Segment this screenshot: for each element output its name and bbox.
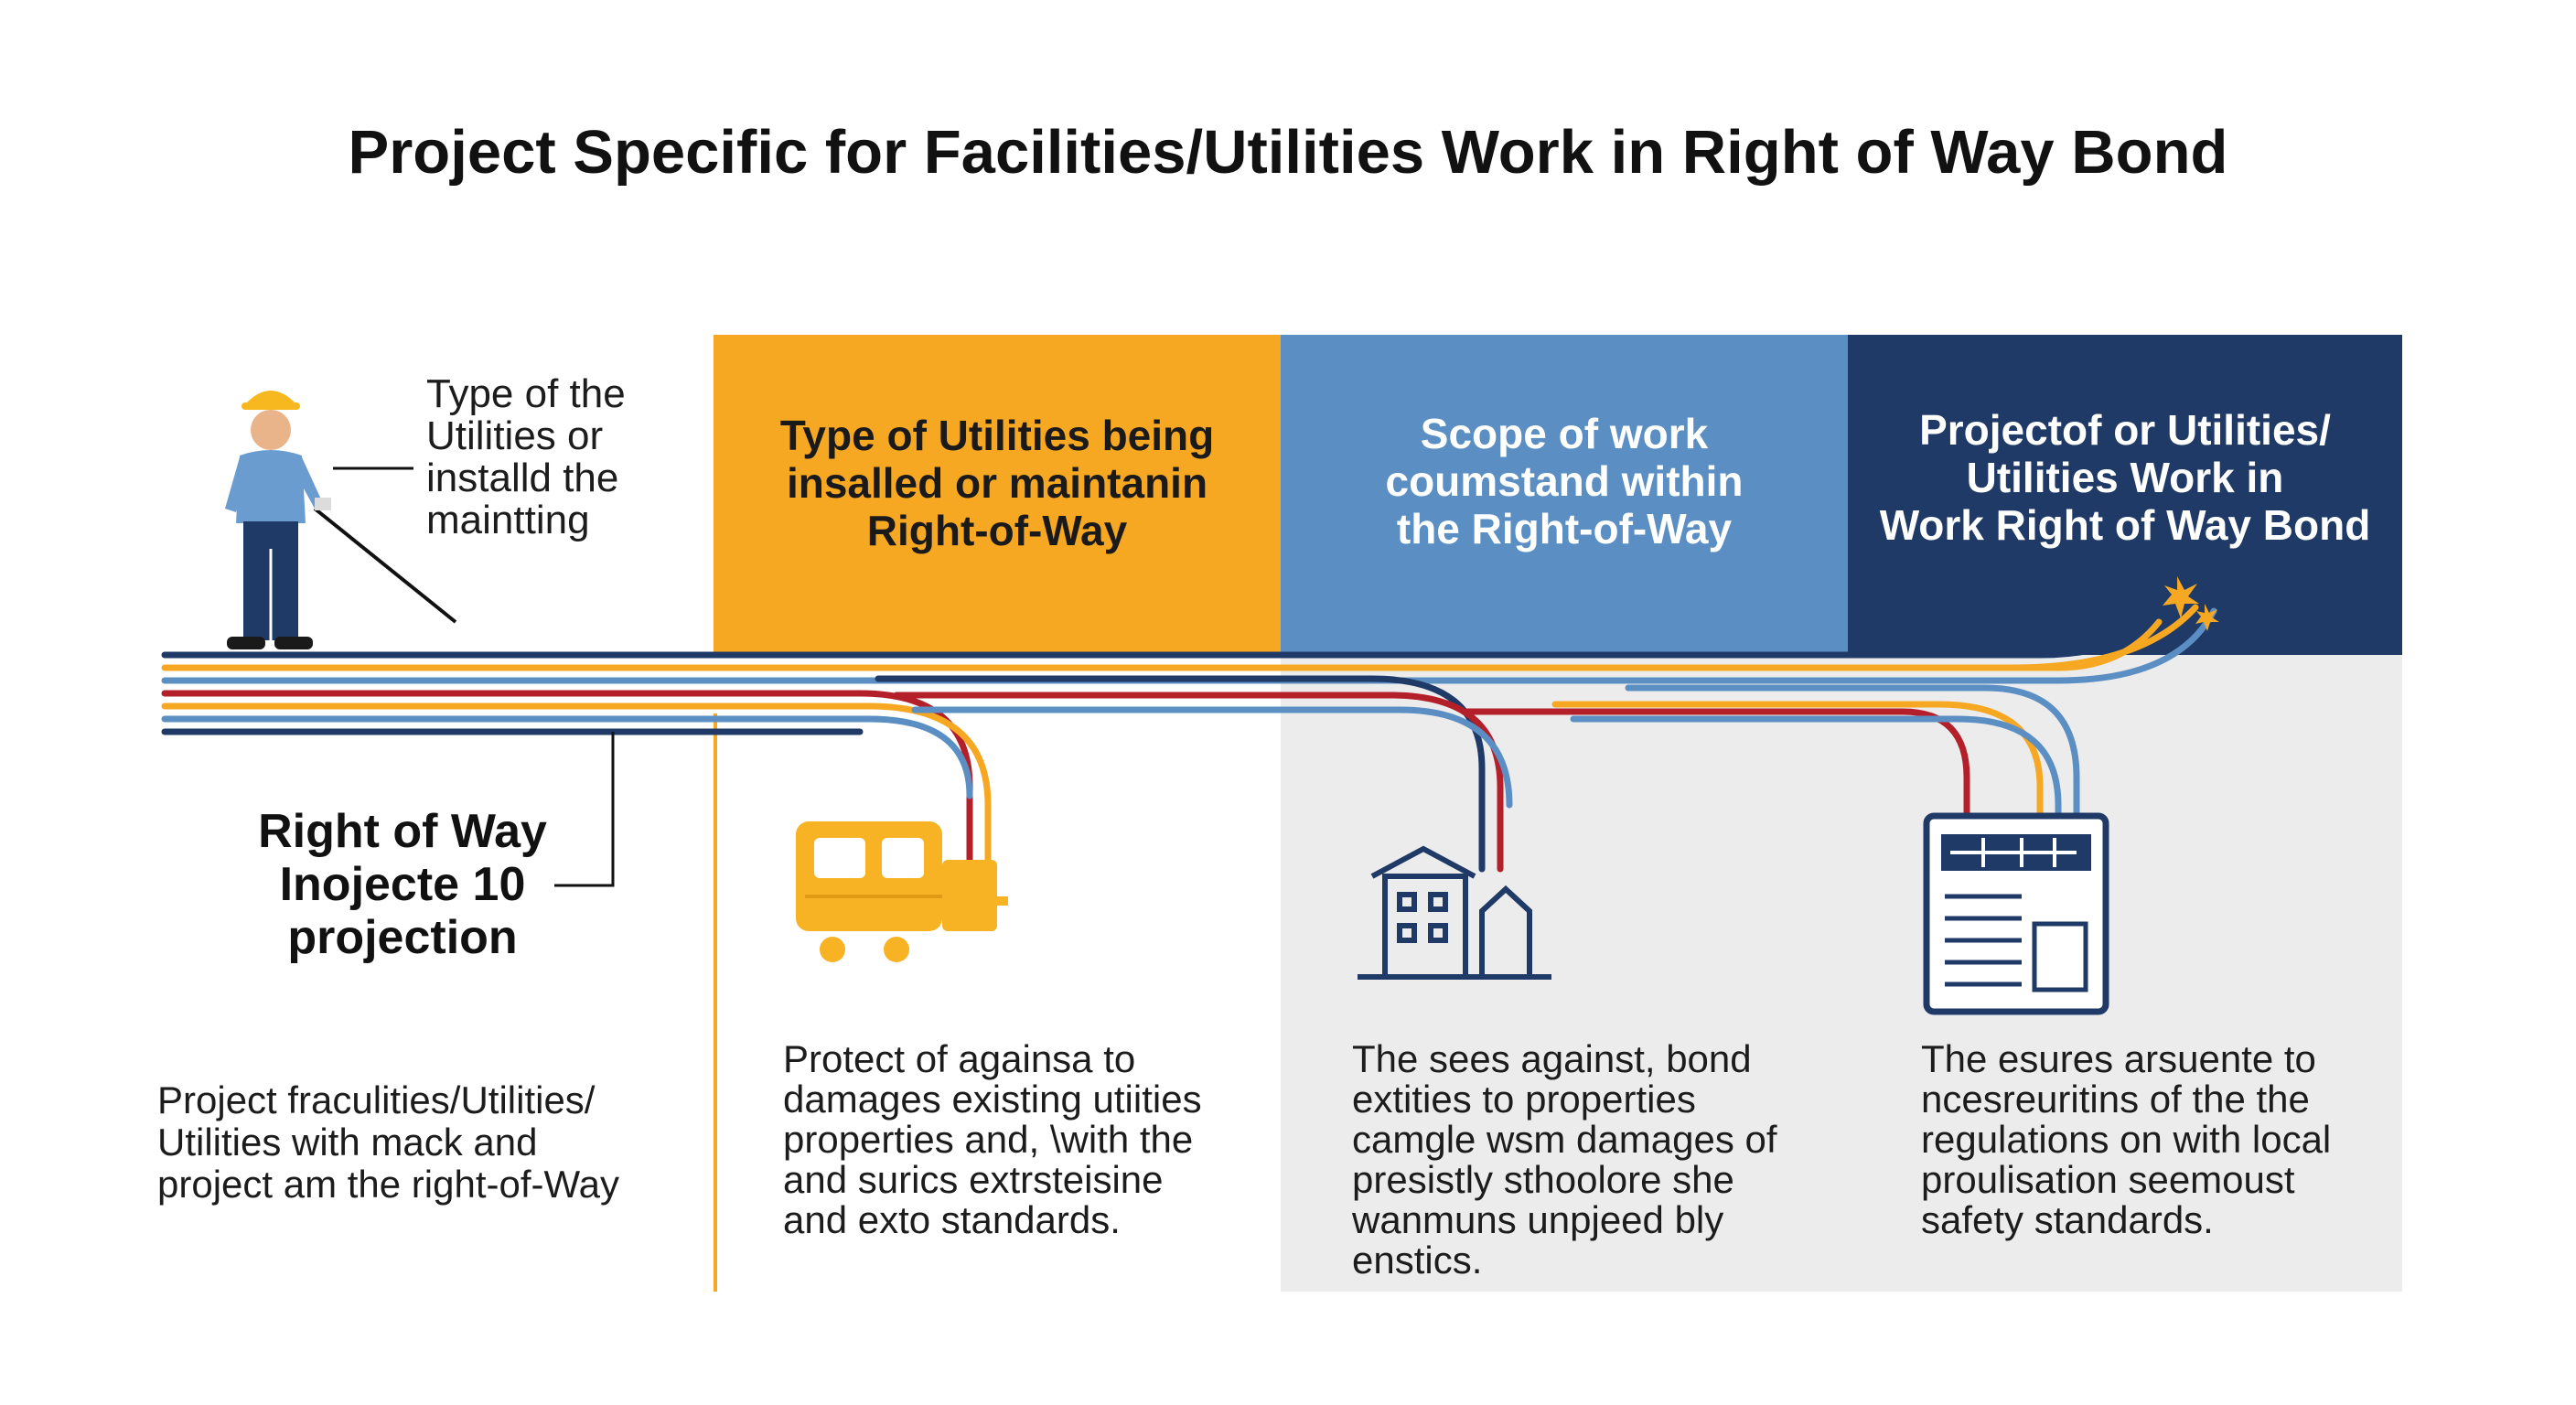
building-icon: [1358, 845, 1551, 980]
utility-pipes: [161, 600, 2217, 882]
panel-bond-header: Projectof or Utilities/ Utilities Work i…: [1879, 406, 2371, 549]
panel-scope-of-work-description: The sees against, bond extities to prope…: [1352, 1037, 1777, 1282]
panel-bond-description: The esures arsuente to ncesreuritins of …: [1921, 1037, 2332, 1241]
sparkle-icon: [2163, 576, 2219, 631]
panel-scope-of-work-header-bg: [1281, 335, 1848, 655]
panel-utilities-type-header: Type of Utilities being insalled or main…: [779, 412, 1215, 554]
panel-utilities-type: [714, 335, 1281, 1292]
panel-scope-of-work-header: Scope of work coumstand within the Right…: [1385, 410, 1744, 552]
left-note: Project fraculities/Utilities/ Utilities…: [157, 1078, 619, 1206]
row-label-bracket: [554, 732, 615, 887]
right-of-way-label: Right of Way Inojecte 10 projection: [258, 805, 547, 964]
panel-utilities-type-header-bg: [714, 335, 1281, 655]
utility-truck-icon: [796, 821, 1008, 962]
worker-caption: Type of the Utilities or installd the ma…: [426, 371, 626, 542]
panel-utilities-type-description: Protect of againsa to damages existing u…: [783, 1037, 1202, 1241]
page-title: Project Specific for Facilities/Utilitie…: [348, 118, 2228, 187]
panel-scope-of-work-body-bg: [1281, 655, 1848, 1292]
worker-icon: [225, 391, 457, 649]
panel-scope-of-work: [1281, 335, 1848, 1292]
panel-bond-header-bg: [1848, 335, 2402, 655]
bond-document-icon: [1923, 812, 2109, 1015]
